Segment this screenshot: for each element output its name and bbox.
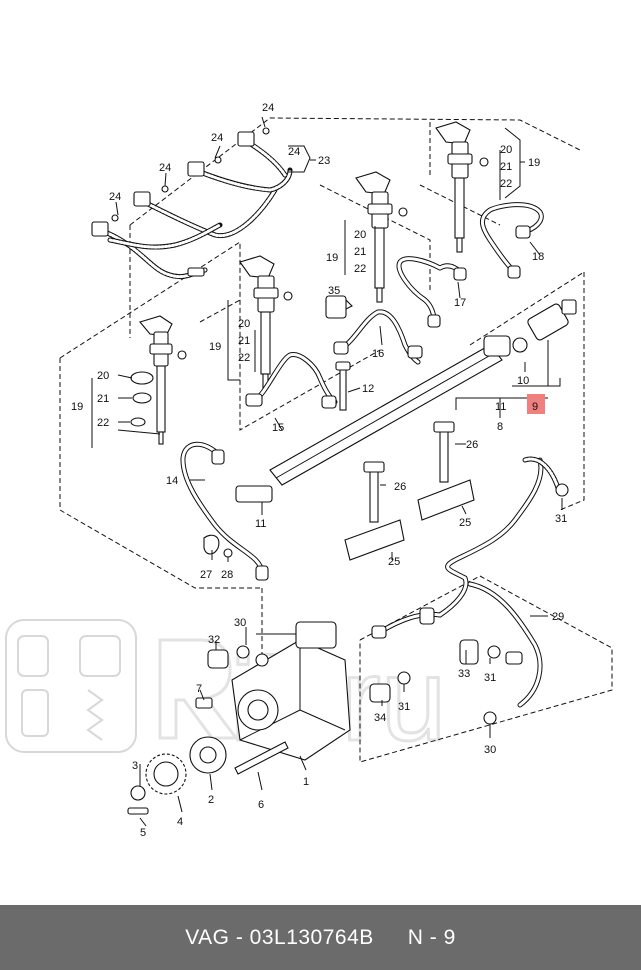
return-hose (371, 456, 561, 708)
footer-bar: VAG - 03L130764B N - 9 (0, 905, 641, 970)
injector-center-right (355, 171, 408, 303)
wiring-harness (91, 127, 293, 280)
callout-8: 8 (497, 421, 503, 433)
callout-33: 33 (458, 668, 470, 680)
callout-22-d: 22 (97, 417, 109, 429)
part-number: VAG - 03L130764B (185, 925, 374, 949)
callout-23: 23 (318, 155, 330, 167)
callout-25-b: 25 (388, 556, 400, 568)
callout-32: 32 (208, 634, 220, 646)
callout-19-c: 19 (209, 341, 221, 353)
callout-24-c: 24 (159, 162, 171, 174)
callout-22-b: 22 (354, 263, 366, 275)
callout-20-b: 20 (354, 229, 366, 241)
callout-7: 7 (196, 683, 202, 695)
callout-31-a: 31 (555, 513, 567, 525)
callout-21-a: 21 (500, 161, 512, 173)
callout-12: 12 (362, 383, 374, 395)
injector-center-left (239, 255, 293, 389)
callout-9: 9 (532, 401, 538, 413)
callout-31-c: 31 (398, 701, 410, 713)
callout-25-a: 25 (459, 517, 471, 529)
injector-seals (130, 371, 154, 427)
callout-22-c: 22 (238, 352, 250, 364)
injector-right (435, 121, 489, 253)
page-reference: N - 9 (407, 925, 456, 949)
callout-21-b: 21 (354, 246, 366, 258)
pressure-sensor (527, 299, 577, 341)
callout-24-d: 24 (109, 191, 121, 203)
callout-27: 27 (200, 569, 212, 581)
injector-left (139, 315, 187, 445)
highlight-box (527, 394, 545, 414)
high-pressure-pump (231, 621, 351, 761)
callout-11-a: 11 (495, 401, 506, 413)
callout-labels: 24 24 24 24 24 23 20 21 22 19 18 20 21 2… (71, 102, 567, 839)
callout-35: 35 (328, 285, 340, 297)
callout-20-d: 20 (97, 370, 109, 382)
callout-1: 1 (303, 776, 309, 788)
injection-pipes (180, 202, 544, 581)
leader-lines (91, 116, 563, 827)
callout-2: 2 (208, 794, 214, 806)
callout-5: 5 (140, 827, 146, 839)
callout-10: 10 (517, 375, 529, 387)
callout-26-a: 26 (466, 439, 478, 451)
hose-clamps (207, 483, 569, 725)
callout-24-e: 24 (288, 146, 300, 158)
callout-24-b: 24 (211, 132, 223, 144)
callout-22-a: 22 (500, 178, 512, 190)
callout-15: 15 (272, 422, 284, 434)
callout-20-a: 20 (500, 144, 512, 156)
callout-17: 17 (454, 297, 466, 309)
callout-21-c: 21 (238, 335, 250, 347)
brackets (325, 295, 475, 561)
callout-14: 14 (166, 475, 178, 487)
callout-4: 4 (177, 816, 183, 828)
callout-3: 3 (132, 760, 138, 772)
callout-30-b: 30 (484, 744, 496, 756)
callout-16: 16 (372, 348, 384, 360)
callout-11-b: 11 (255, 518, 266, 530)
callout-31-b: 31 (484, 672, 496, 684)
callout-29: 29 (552, 611, 564, 623)
callout-30-a: 30 (234, 617, 246, 629)
pump-gear (127, 534, 289, 815)
callout-28: 28 (221, 569, 233, 581)
callout-24-a: 24 (262, 102, 274, 114)
callout-19-d: 19 (71, 401, 83, 413)
callout-20-c: 20 (238, 318, 250, 330)
parts-diagram: ili.ru (5, 102, 613, 839)
callout-19-a: 19 (528, 157, 540, 169)
callout-6: 6 (258, 799, 264, 811)
callout-21-d: 21 (97, 393, 109, 405)
callout-26-b: 26 (394, 481, 406, 493)
callout-34: 34 (374, 712, 386, 724)
callout-19-b: 19 (326, 252, 338, 264)
callout-18: 18 (532, 251, 544, 263)
fuel-rail (235, 335, 528, 503)
